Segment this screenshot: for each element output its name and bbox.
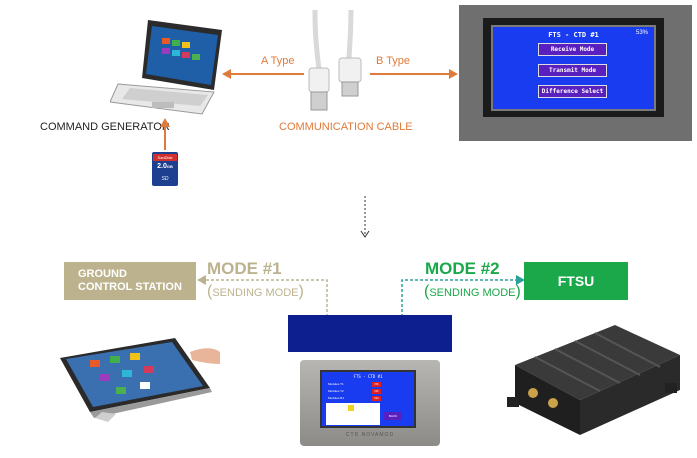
small-yellow-cell (348, 405, 354, 411)
device-screen: FTS - CTD #1 53% Receive Mode Transmit M… (483, 18, 664, 117)
mode1-subtitle: (SENDING MODE) (207, 283, 304, 300)
sd-card-type: SD (161, 176, 169, 182)
b-type-arrow (370, 66, 458, 79)
command-generator-label: COMMAND GENERATOR (40, 121, 170, 133)
transmit-mode-button[interactable]: Transmit Mode (538, 64, 607, 77)
screen-title: FTS - CTD #1 (548, 31, 599, 39)
mode2-label: MODE #2 (425, 259, 500, 278)
receive-mode-button[interactable]: Receive Mode (538, 43, 607, 56)
ftsu-box: FTSU (524, 262, 628, 300)
small-screen-title: FTS - CTD #1 (353, 374, 383, 379)
small-device-footer: CTD NOVAMOD (345, 432, 395, 438)
ground-control-station-box: GROUND CONTROL STATION (64, 262, 196, 300)
sd-to-laptop-arrow (160, 118, 170, 150)
small-status-cell-2: OK (372, 389, 381, 394)
small-screen-panel (326, 403, 380, 425)
tablet-image (50, 330, 225, 425)
small-screen-row1: Modules T1 (328, 382, 344, 386)
usb-cable-image (295, 9, 375, 120)
small-status-cell-3: NG (372, 396, 381, 401)
navy-bar (288, 315, 452, 352)
mode1-label: MODE #1 (207, 259, 282, 278)
b-type-label: B Type (376, 55, 411, 67)
device-screen-inner: FTS - CTD #1 53% Receive Mode Transmit M… (491, 25, 656, 111)
ctd-small-device: FTS - CTD #1 Modules T1 Modules T2 Modul… (300, 360, 440, 446)
sd-card-brand: SanDisk (153, 154, 177, 161)
mode2-connector (398, 272, 526, 317)
laptop-image (109, 18, 228, 118)
ground-station-line1: GROUND (78, 268, 127, 280)
mode1-connector (196, 272, 330, 317)
small-screen-row2: Modules T2 (328, 389, 344, 393)
sd-card-capacity: 2.0GB (157, 163, 173, 170)
sd-card-image: SanDisk 2.0GB SD (152, 152, 178, 186)
ground-station-line2: CONTROL STATION (78, 281, 182, 293)
small-screen-row3: Modules R1 (328, 396, 345, 400)
a-type-arrow (222, 66, 304, 79)
a-type-label: A Type (261, 55, 295, 67)
small-status-cell-1: OK (372, 382, 381, 387)
down-dashed-arrow (359, 196, 371, 240)
mode2-subtitle: (SENDING MODE) (424, 283, 521, 300)
communication-cable-label: COMMUNICATION CABLE (279, 121, 413, 133)
small-screen: FTS - CTD #1 Modules T1 Modules T2 Modul… (320, 370, 416, 428)
ftsu-hardware-image (505, 305, 685, 445)
screen-status: 53% (635, 30, 648, 36)
difference-select-button[interactable]: Difference Select (538, 85, 607, 98)
small-back-button[interactable]: BACK (384, 412, 402, 420)
ctd-device-photo: FTS - CTD #1 53% Receive Mode Transmit M… (459, 5, 692, 141)
